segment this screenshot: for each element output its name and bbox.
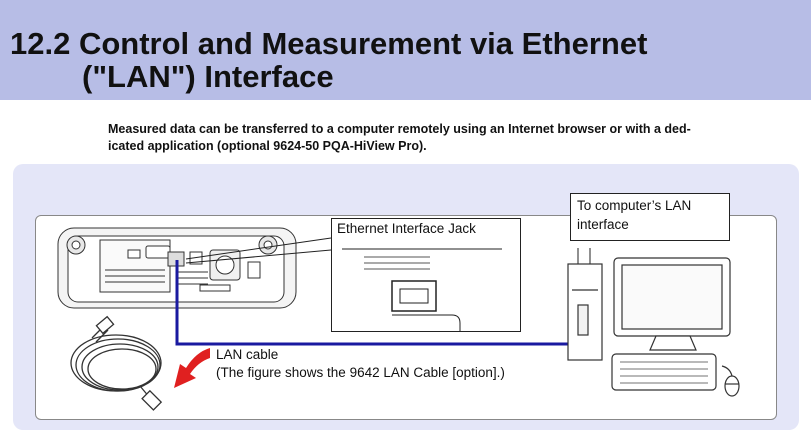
coiled-cable-illustration bbox=[70, 315, 163, 411]
red-arrow-icon bbox=[174, 348, 210, 388]
section-title-line-2: ("LAN") Interface bbox=[82, 59, 334, 94]
intro-line-1: Measured data can be transferred to a co… bbox=[108, 122, 691, 136]
section-title-line-1: 12.2 Control and Measurement via Etherne… bbox=[10, 26, 648, 61]
lan-cable-note: (The figure shows the 9642 LAN Cable [op… bbox=[216, 365, 505, 380]
lan-cable-label: LAN cable bbox=[216, 347, 279, 362]
computer-label-line-1: To computer’s LAN bbox=[577, 198, 692, 213]
intro-line-2: icated application (optional 9624-50 PQA… bbox=[108, 139, 427, 153]
lan-cable-line bbox=[175, 260, 577, 346]
intro-paragraph: Measured data can be transferred to a co… bbox=[108, 121, 798, 155]
ethernet-jack-detail bbox=[342, 248, 502, 331]
ethernet-jack-label: Ethernet Interface Jack bbox=[337, 221, 476, 236]
section-header: 12.2 Control and Measurement via Etherne… bbox=[0, 0, 811, 100]
computer-illustration bbox=[567, 257, 740, 397]
ethernet-jack-callout: Ethernet Interface Jack bbox=[331, 218, 521, 332]
computer-lan-callout: To computer’s LAN interface bbox=[570, 193, 730, 241]
computer-label-line-2: interface bbox=[577, 217, 629, 232]
jack-callout-pointer bbox=[185, 237, 332, 264]
